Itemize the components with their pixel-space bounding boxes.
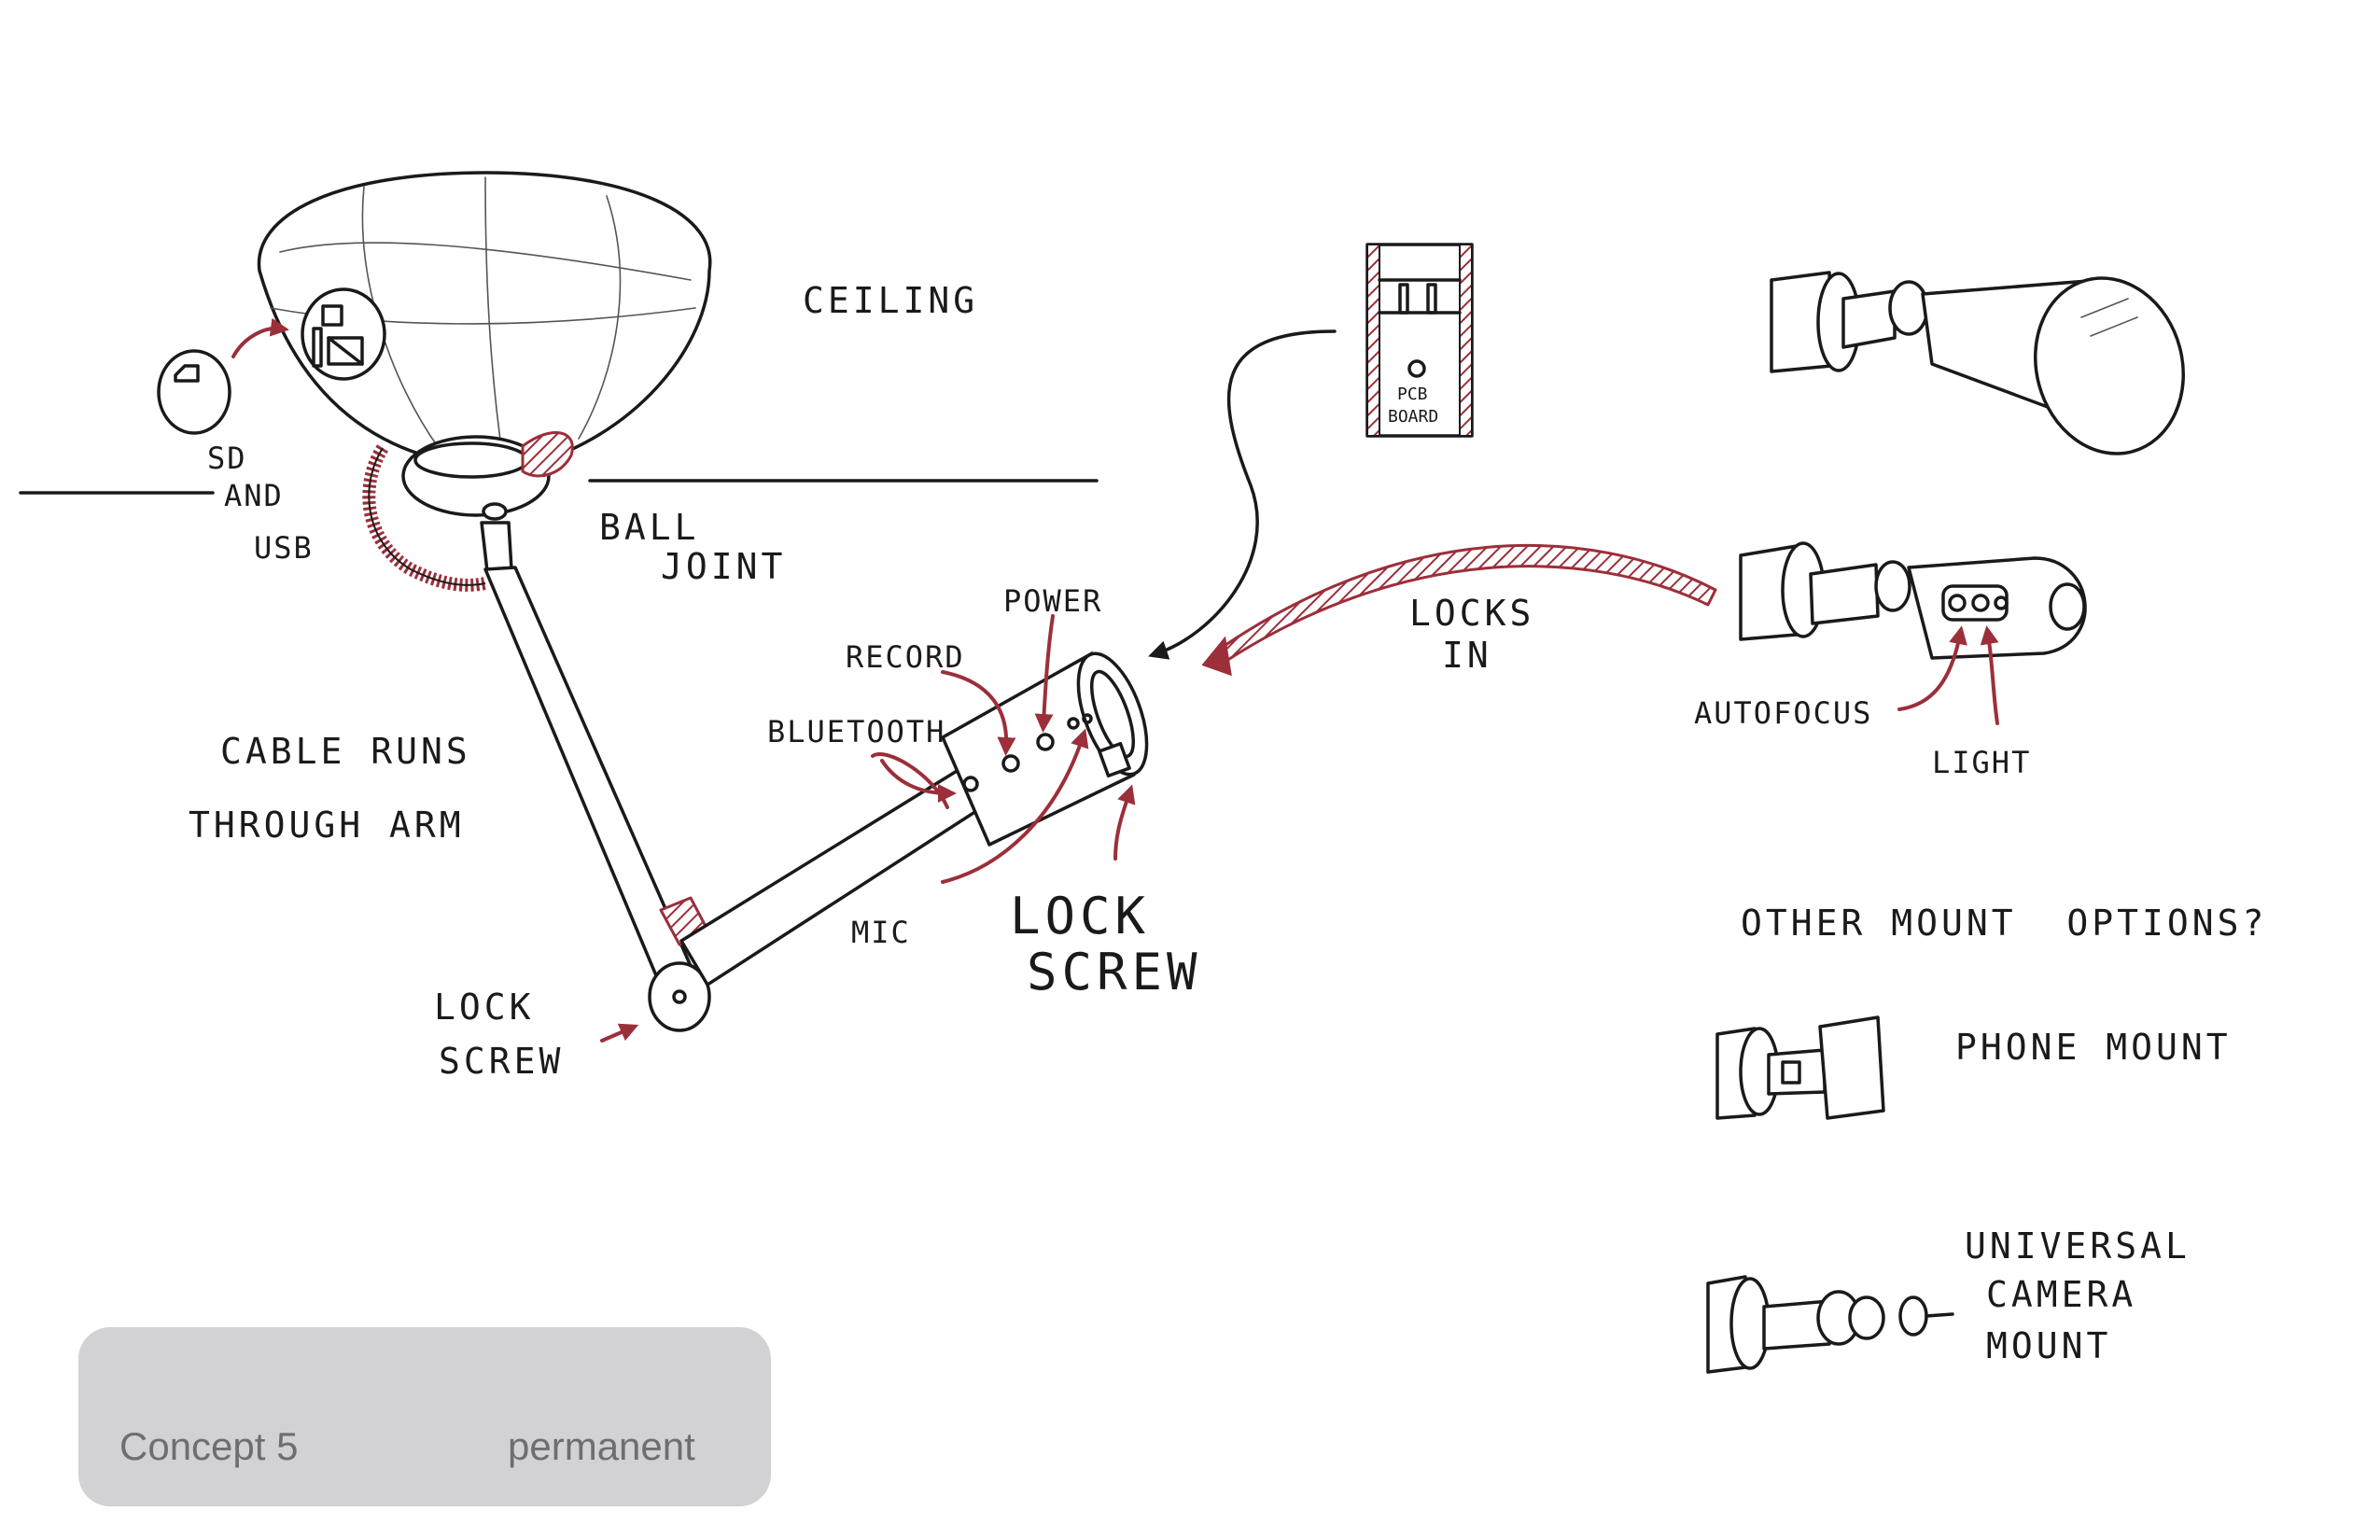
bluetooth-button[interactable] bbox=[1067, 717, 1080, 730]
light-arrow bbox=[1980, 625, 1999, 725]
label-lock-right-1: LOCK bbox=[1010, 887, 1150, 945]
label-record: RECORD bbox=[846, 639, 965, 675]
power-button[interactable] bbox=[1036, 733, 1055, 751]
sd-arrow bbox=[231, 317, 289, 358]
label-sd: SD bbox=[207, 441, 247, 476]
external-cable-outline bbox=[368, 447, 486, 586]
label-in: IN bbox=[1442, 635, 1492, 676]
camera-housing bbox=[941, 651, 1149, 847]
label-lock-left-2: SCREW bbox=[439, 1041, 564, 1082]
label-camera: CAMERA bbox=[1986, 1274, 2136, 1315]
upper-arm bbox=[480, 521, 693, 982]
lock-screw-left-arrow bbox=[600, 1023, 639, 1043]
ball-joint bbox=[401, 431, 574, 521]
pcb-detail bbox=[1365, 243, 1474, 438]
mic-arrow bbox=[941, 728, 1089, 884]
pcb-arrow bbox=[1148, 329, 1337, 660]
mic-hole bbox=[962, 776, 979, 792]
label-board: BOARD bbox=[1388, 407, 1438, 427]
label-other-mount: OTHER MOUNT OPTIONS? bbox=[1741, 903, 2267, 944]
label-pcb: PCB bbox=[1397, 385, 1428, 404]
label-mic: MIC bbox=[851, 915, 911, 950]
concept-type: permanent bbox=[508, 1424, 695, 1468]
label-bluetooth: BLUETOOTH bbox=[767, 714, 945, 749]
label-joint: JOINT bbox=[661, 546, 786, 587]
phone-mount bbox=[1715, 1015, 1885, 1120]
light-module bbox=[1770, 271, 2186, 455]
power-arrow bbox=[1034, 614, 1055, 733]
label-and: AND bbox=[224, 478, 284, 513]
concept-caption: Concept 5 permanent bbox=[78, 1327, 771, 1506]
label-locks: LOCKS bbox=[1409, 593, 1534, 634]
lock-screw-arrow bbox=[1113, 784, 1136, 861]
label-phone-mount: PHONE MOUNT bbox=[1955, 1027, 2232, 1068]
sd-cover-disc bbox=[157, 349, 231, 435]
autofocus-arrow bbox=[1897, 625, 1967, 711]
label-light: LIGHT bbox=[1932, 745, 2031, 780]
concept-name: Concept 5 bbox=[119, 1424, 299, 1468]
label-through-arm: THROUGH ARM bbox=[189, 805, 465, 846]
label-autofocus: AUTOFOCUS bbox=[1694, 695, 1872, 731]
record-button[interactable] bbox=[1001, 754, 1020, 773]
label-power: POWER bbox=[1003, 583, 1102, 619]
label-ball: BALL bbox=[599, 507, 700, 548]
label-cable-runs: CABLE RUNS bbox=[220, 731, 471, 772]
lock-screw-head bbox=[1098, 741, 1131, 778]
label-mount: MOUNT bbox=[1986, 1325, 2111, 1366]
label-universal: UNIVERSAL bbox=[1965, 1225, 2191, 1267]
record-arrow bbox=[941, 670, 1016, 756]
label-lock-left-1: LOCK bbox=[434, 987, 535, 1028]
universal-camera-mount bbox=[1706, 1275, 1954, 1374]
sd-usb-port bbox=[301, 287, 386, 381]
label-usb: USB bbox=[254, 530, 314, 566]
camera-module bbox=[1739, 541, 2087, 660]
label-ceiling: CEILING bbox=[803, 280, 978, 321]
label-lock-right-2: SCREW bbox=[1027, 943, 1202, 1001]
